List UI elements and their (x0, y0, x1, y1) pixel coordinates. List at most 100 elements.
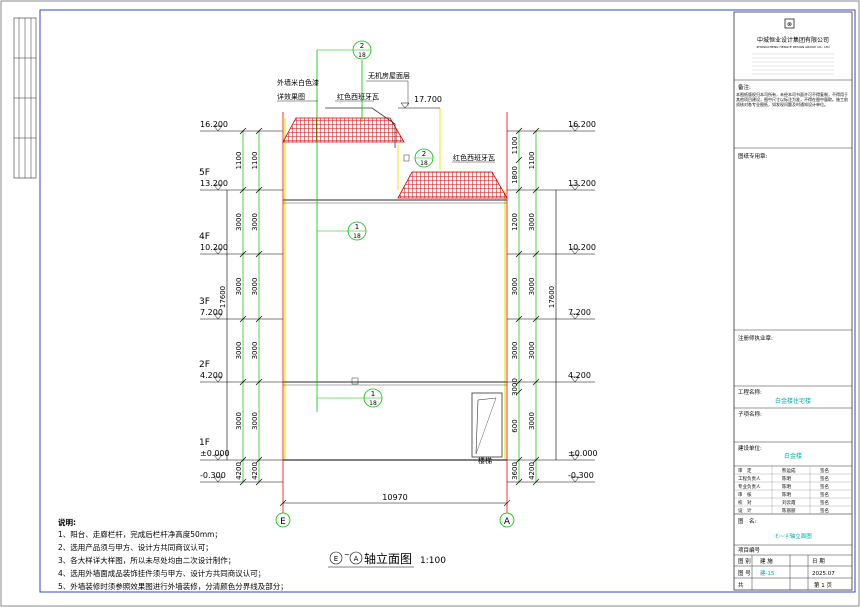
sign-name: 陈明 (782, 475, 791, 482)
note-item: 1、阳台、走廊栏杆，完成后栏杆净高度50mm； (58, 529, 222, 539)
svg-text:A: A (354, 555, 359, 563)
right-level-elevation: 4.200 (568, 371, 591, 380)
sign-signature: 签名 (820, 507, 829, 514)
left-level-marker (213, 248, 223, 255)
top-elevation: 17.700 (414, 95, 442, 104)
left-inner-dim-label: 3000 (251, 278, 259, 296)
right-dim-label: 600 (511, 419, 519, 432)
left-level-elevation: ±0.000 (200, 449, 230, 458)
note-item: 5、外墙装修时须参照效果图进行外墙装修，分清颜色分界线及部分； (58, 581, 288, 591)
right-level-marker (570, 184, 580, 191)
floor-label: 2F (199, 360, 210, 370)
left-inner-dim-label: 3000 (251, 342, 259, 360)
drawing-scale: 1:100 (420, 556, 446, 566)
sign-signature: 签名 (820, 467, 829, 474)
tb-spec-value: 建 施 (760, 557, 773, 565)
note-item: 3、各大样详大样图，所以未尽处均由二次设计制作； (58, 555, 235, 565)
detail-callout-number: 2 (422, 150, 426, 158)
left-level-marker (213, 454, 223, 461)
right-dim-tick (515, 388, 523, 396)
left-dim-label: 4200 (235, 462, 243, 480)
right-dim-label: 1100 (511, 137, 519, 155)
tb-total-label: 共 (738, 581, 744, 589)
left-level-elevation: -0.300 (200, 471, 226, 480)
svg-text:~: ~ (344, 551, 350, 559)
right-level-elevation: 16.200 (568, 120, 596, 129)
overall-width-dimension: 10970 (279, 493, 511, 507)
right-inner-dim-label: 3000 (528, 278, 536, 296)
right-level-elevation: 10.200 (568, 243, 596, 252)
roof-annotations: 外墙米白色漆 详效果图 红色西班牙瓦 无机房屋面层 红色西班牙瓦 17.700 (277, 71, 495, 163)
sign-name: 熊运成 (782, 467, 796, 474)
left-inner-dim-label: 3000 (251, 213, 259, 231)
tb-spec-label: 图 别 (738, 557, 751, 565)
dimension-chains: 1100 3000 3000 3000 3000 4200 1100 3000 3000 3000… (219, 127, 557, 486)
left-level-elevation: 4.200 (200, 371, 223, 380)
detail-callout-number: 2 (360, 42, 364, 50)
floor-label: 5F (199, 168, 210, 178)
stair-label: 楼梯 (478, 456, 492, 465)
detail-callout-sheet: 18 (353, 233, 361, 240)
annotation-roof-tile-2: 红色西班牙瓦 (453, 153, 495, 162)
left-inner-dim-label: 4200 (251, 462, 259, 480)
tb-notes-text: 本图纸版权归本司所有，未经本司书面许可不得复制，不得用于其他项目建设，图中尺寸以… (736, 92, 848, 108)
tb-notes-label: 备注: (738, 83, 751, 91)
sign-role: 工程负责人 (738, 475, 761, 482)
right-level-elevation: -0.300 (568, 471, 594, 480)
annotation-roof-tile-1: 红色西班牙瓦 (337, 92, 379, 101)
right-level-marker (570, 248, 580, 255)
notes-heading: 说明: (58, 517, 76, 527)
sign-role: 审 核 (738, 491, 752, 498)
tb-drawing-name-value: Ⓔ~Ⓐ轴立面图 (774, 532, 812, 540)
sign-role: 审 定 (738, 467, 752, 474)
left-dim-label: 3000 (235, 213, 243, 231)
left-level-marker (213, 376, 223, 383)
left-level-elevation: 16.200 (200, 120, 228, 129)
right-inner-dim-label: 3000 (528, 412, 536, 430)
main-roof-tiles (282, 117, 405, 143)
tb-sheet-no-value: 建-15 (760, 569, 775, 577)
title-block: ⊗ 中城恒业设计集团有限公司 ZHONGCHENG HENGYE DESIGN … (733, 11, 853, 591)
sign-role: 专业负责人 (738, 483, 761, 490)
sign-name: 陈丽丽 (782, 507, 796, 514)
signature-table: 审 定熊运成签名工程负责人陈明签名专业负责人陈明签名审 核陈明签名校 对刘云霞签… (734, 466, 852, 515)
detail-callout-number: 1 (371, 390, 375, 398)
binding-strip (13, 17, 37, 179)
right-level-marker (570, 313, 580, 320)
tb-drawing-name-label: 图 名: (738, 517, 757, 525)
drawing-title: E ~ A 轴立面图 1:100 (328, 551, 446, 568)
right-level-elevation: 7.200 (568, 308, 591, 317)
tb-project-no-label: 项目编号 (738, 546, 761, 554)
right-dim-label: 3000 (511, 378, 519, 396)
annotation-wall-paint: 外墙米白色漆 (277, 78, 319, 87)
detail-callout-number: 1 (355, 223, 359, 231)
right-dim-label: 1200 (511, 213, 519, 231)
right-dim-label: 3000 (511, 342, 519, 360)
left-level-elevation: 10.200 (200, 243, 228, 252)
right-inner-dim-label: 1100 (528, 152, 536, 170)
svg-text:E: E (334, 555, 338, 563)
level-marks: 16.20013.2005F10.2004F7.2003F4.2002F±0.0… (199, 120, 598, 483)
tb-page-label: 第 1 页 (814, 581, 832, 589)
right-dim-label: 3000 (511, 278, 519, 296)
tb-client-label: 建设单位: (738, 444, 762, 452)
left-dim-label: 3000 (235, 412, 243, 430)
left-dim-label: 1100 (235, 152, 243, 170)
sign-name: 陈明 (782, 483, 791, 490)
note-item: 2、选用产品须与甲方、设计方共同商议认可； (58, 542, 213, 552)
right-level-marker (570, 454, 580, 461)
right-dim-label: 1800 (511, 166, 519, 184)
right-inner-dim-label: 4200 (528, 462, 536, 480)
left-level-elevation: 7.200 (200, 308, 223, 317)
lower-roof-tiles (397, 171, 508, 199)
sign-name: 陈明 (782, 491, 791, 498)
left-level-marker (213, 476, 223, 483)
left-dim-label: 3000 (235, 342, 243, 360)
floor-label: 4F (199, 232, 210, 242)
left-level-marker (213, 313, 223, 320)
notes: 说明: 1、阳台、走廊栏杆，完成后栏杆净高度50mm； 2、选用产品须与甲方、设… (58, 517, 288, 591)
tb-project-label: 工程名称: (738, 388, 762, 396)
drawing-title-text: 轴立面图 (364, 551, 412, 566)
